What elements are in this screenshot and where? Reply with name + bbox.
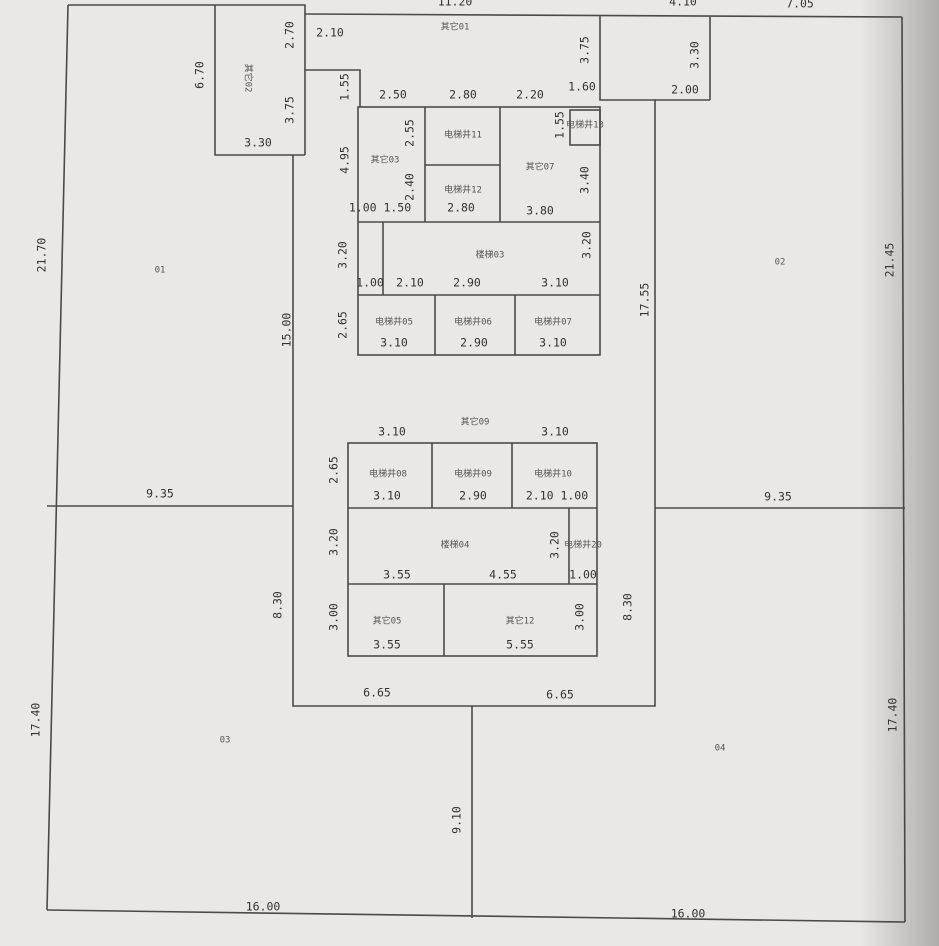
dimension-label-d210a: 2.10	[316, 26, 344, 40]
dimension-label-d670: 6.70	[193, 61, 207, 89]
area-label-z02: 02	[775, 258, 786, 268]
dimension-label-d665b: 6.65	[546, 688, 574, 702]
dimension-label-d265a: 2.65	[336, 311, 350, 339]
dimension-label-d340: 3.40	[578, 166, 592, 194]
dimension-label-d355a: 3.55	[383, 568, 411, 582]
area-label-elev12: 电梯井12	[444, 184, 482, 196]
dimension-label-d1740b: 17.40	[886, 698, 900, 733]
dimension-label-d290c: 2.90	[459, 489, 487, 503]
area-label-stair03: 楼梯03	[476, 249, 505, 261]
dimension-label-d555: 5.55	[506, 638, 534, 652]
dimension-label-d310d: 3.10	[378, 425, 406, 439]
dimension-label-d310f: 3.10	[373, 489, 401, 503]
area-label-elev20: 电梯井20	[564, 539, 602, 551]
dimension-label-d220: 2.20	[516, 88, 544, 102]
outer-boundary	[68, 4, 361, 107]
dimension-label-d210_100: 2.10 1.00	[526, 489, 588, 503]
dimension-label-d310b: 3.10	[380, 336, 408, 350]
dimension-label-d240: 2.40	[403, 173, 417, 201]
dimension-label-d100a: 1.00	[356, 276, 384, 290]
dimension-label-d1755: 17.55	[638, 283, 652, 318]
dimension-label-d310c: 3.10	[539, 336, 567, 350]
dimension-label-d160: 1.60	[568, 80, 596, 94]
dimension-label-d1740a: 17.40	[29, 703, 43, 738]
dimension-label-d290a: 2.90	[453, 276, 481, 290]
dimension-label-d210b: 2.10	[396, 276, 424, 290]
dimension-label-d380: 3.80	[526, 204, 554, 218]
dimension-label-d310a: 3.10	[541, 276, 569, 290]
dimension-label-d935a: 9.35	[146, 487, 174, 501]
area-label-elev10: 电梯井10	[534, 468, 572, 480]
dimension-label-d1600a: 16.00	[246, 900, 281, 914]
area-label-other09: 其它09	[461, 416, 490, 428]
dimension-label-d2170: 21.70	[35, 238, 49, 273]
dimension-label-d100_150: 1.00 1.50	[349, 201, 411, 215]
dimension-label-d200: 2.00	[671, 83, 699, 97]
dimension-label-d300b: 3.00	[573, 603, 587, 631]
area-label-elev13: 电梯井13	[566, 119, 604, 131]
dimension-label-d320b: 3.20	[580, 231, 594, 259]
dimension-label-d300a: 3.00	[327, 603, 341, 631]
area-label-other12: 其它12	[506, 615, 535, 627]
dimension-label-a: 11.20	[438, 0, 473, 9]
dimension-label-d155b: 1.55	[553, 111, 567, 139]
dimension-label-d270: 2.70	[283, 21, 297, 49]
dimension-label-d155a: 1.55	[338, 73, 352, 101]
dimension-label-c: 7.05	[786, 0, 814, 11]
dimension-label-d2145: 21.45	[883, 243, 897, 278]
dimension-label-d935b: 9.35	[764, 490, 792, 504]
area-label-other02: 其它02	[243, 64, 255, 93]
dimension-label-d1600b: 16.00	[671, 907, 706, 921]
area-label-z04: 04	[715, 744, 726, 754]
dimension-label-d375a: 3.75	[283, 96, 297, 124]
area-label-other07: 其它07	[526, 161, 555, 173]
dimension-label-d495: 4.95	[338, 146, 352, 174]
dimension-label-d1500: 15.00	[280, 313, 294, 348]
dimension-label-d320a: 3.20	[336, 241, 350, 269]
dimension-label-d330a: 3.30	[244, 136, 272, 150]
dimension-label-d280a: 2.80	[449, 88, 477, 102]
area-label-elev05: 电梯井05	[375, 316, 413, 328]
area-label-elev07: 电梯井07	[534, 316, 572, 328]
dimension-label-d830a: 8.30	[271, 591, 285, 619]
dimension-label-d910: 9.10	[450, 806, 464, 834]
area-label-stair04: 楼梯04	[441, 539, 470, 551]
area-label-other01: 其它01	[441, 21, 470, 33]
area-label-z03: 03	[220, 736, 231, 746]
dimension-label-d665a: 6.65	[363, 686, 391, 700]
area-label-elev11: 电梯井11	[444, 129, 482, 141]
dimension-label-d455: 4.55	[489, 568, 517, 582]
dimension-label-d280b: 2.80	[447, 201, 475, 215]
dimension-label-d320c: 3.20	[327, 528, 341, 556]
dimension-label-d255: 2.55	[403, 119, 417, 147]
dimension-label-d250: 2.50	[379, 88, 407, 102]
dimension-label-d290b: 2.90	[460, 336, 488, 350]
area-label-other03: 其它03	[371, 154, 400, 166]
dimension-label-d310e: 3.10	[541, 425, 569, 439]
area-label-elev09: 电梯井09	[454, 468, 492, 480]
dimension-label-d375b: 3.75	[578, 36, 592, 64]
dimension-label-d830b: 8.30	[621, 593, 635, 621]
area-label-z01: 01	[155, 266, 166, 276]
plan-labels: 11.20 4.10 7.05 01 02 03 04 其它02 其它01 其它03 电梯井11 电梯…	[29, 0, 900, 921]
area-label-elev08: 电梯井08	[369, 468, 407, 480]
dimension-label-d320d: 3.20	[548, 531, 562, 559]
area-label-other05: 其它05	[373, 615, 402, 627]
area-label-elev06: 电梯井06	[454, 316, 492, 328]
dimension-label-b: 4.10	[669, 0, 697, 9]
plan-walls	[46, 4, 906, 923]
dimension-label-d355b: 3.55	[373, 638, 401, 652]
dimension-label-d100b: 1.00	[569, 568, 597, 582]
dimension-label-d330b: 3.30	[688, 41, 702, 69]
dimension-label-d265b: 2.65	[327, 456, 341, 484]
